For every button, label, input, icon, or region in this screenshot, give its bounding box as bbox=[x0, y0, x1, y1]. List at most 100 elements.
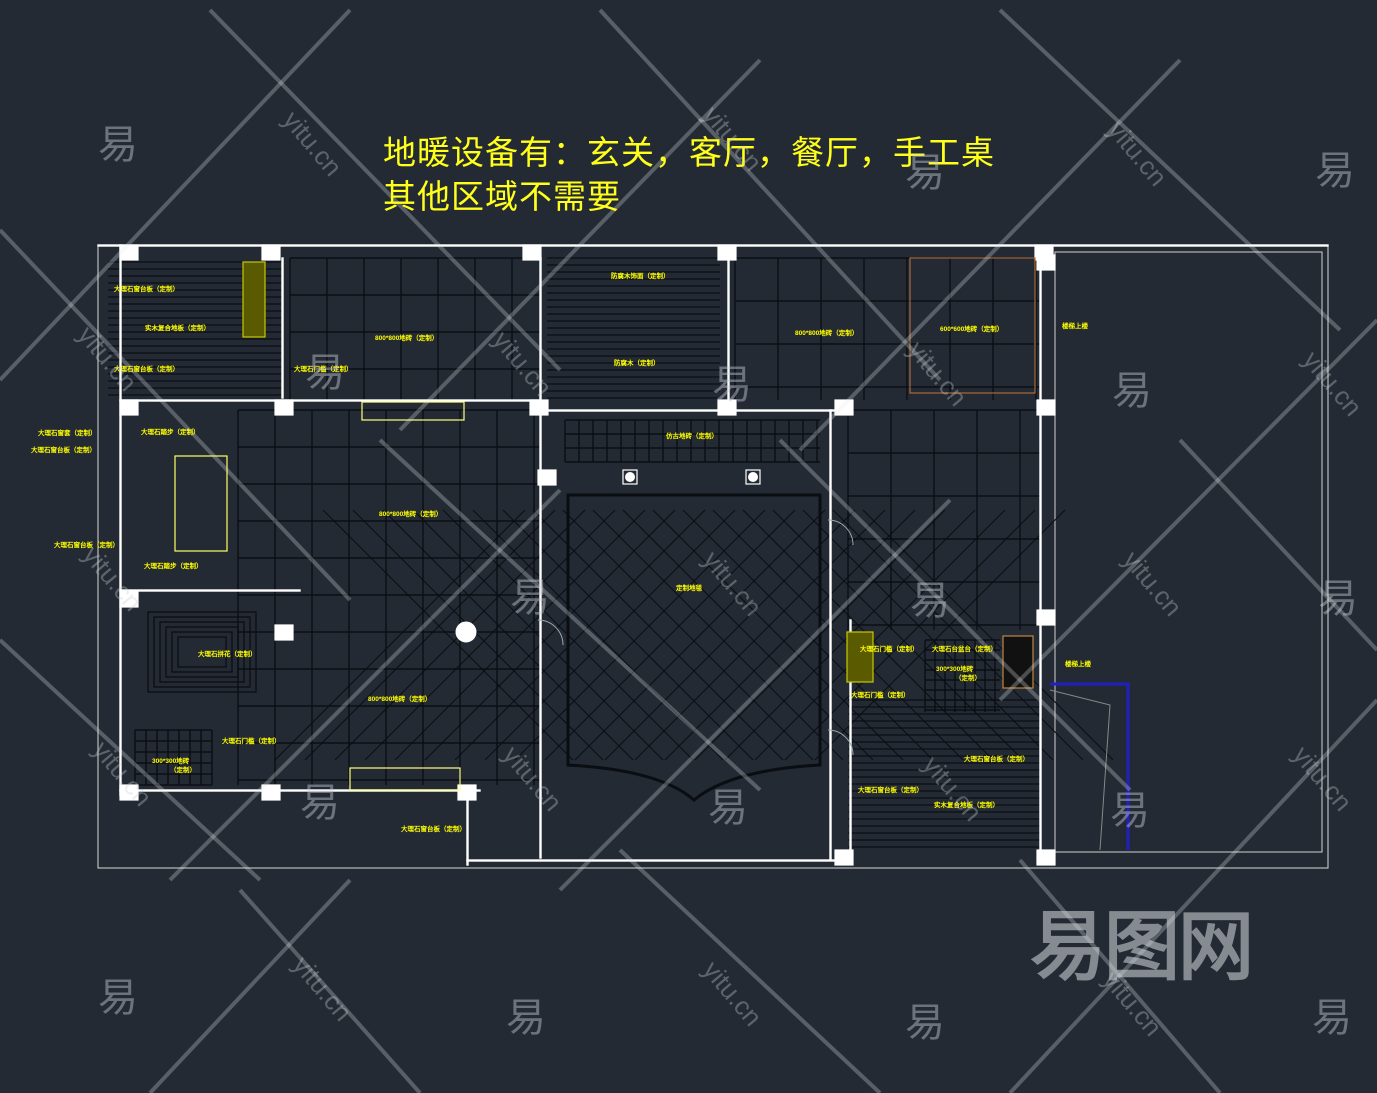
door-swing bbox=[827, 519, 854, 546]
carpet-pattern bbox=[532, 509, 784, 761]
label-marble-sill: 大理石窗台板（定制） bbox=[858, 787, 923, 794]
label-marble-threshold: 大理石门槛（定制） bbox=[294, 366, 353, 373]
wardrobe-block bbox=[242, 261, 266, 338]
label-wood-floor: 实木复合地板（定制） bbox=[145, 325, 210, 332]
pillar-core bbox=[748, 472, 758, 482]
marble-parquet bbox=[153, 616, 251, 688]
stair-line bbox=[1049, 689, 1111, 851]
watermark-char: 易 bbox=[506, 995, 546, 1041]
label-marble-sill: 大理石窗台板（定制） bbox=[401, 826, 466, 833]
carpet-pattern bbox=[454, 509, 706, 761]
carpet-pattern bbox=[862, 509, 1114, 761]
shower-tray bbox=[1002, 635, 1034, 689]
heating-note-line-2: 其他区域不需要 bbox=[383, 177, 621, 216]
carpet-pattern bbox=[574, 509, 826, 761]
carpet-pattern bbox=[484, 509, 736, 761]
terrace-outline bbox=[1054, 251, 1323, 853]
carpet-pattern bbox=[514, 509, 766, 761]
watermark-char: 易 bbox=[905, 1000, 945, 1046]
wall-line bbox=[466, 859, 838, 862]
structural-column bbox=[119, 244, 139, 261]
pillar bbox=[622, 469, 638, 485]
carpet-pattern bbox=[682, 509, 934, 761]
watermark-char: 易 bbox=[1110, 788, 1150, 834]
structural-column bbox=[261, 784, 281, 801]
watermark-line bbox=[1018, 858, 1222, 1093]
structural-column bbox=[1036, 609, 1056, 626]
structural-column bbox=[717, 244, 737, 261]
structural-column bbox=[261, 244, 281, 261]
wall-line bbox=[119, 244, 122, 796]
label-marble-sill: 大理石窗台板（定制） bbox=[964, 756, 1029, 763]
structural-column bbox=[119, 784, 139, 801]
label-stairs-up: 楼梯上楼 bbox=[1065, 661, 1091, 668]
watermark-line bbox=[998, 318, 1377, 702]
label-wood-floor: 实木复合地板（定制） bbox=[934, 802, 999, 809]
carpet-pattern bbox=[322, 509, 574, 761]
wall-line bbox=[281, 257, 284, 399]
watermark-line bbox=[558, 498, 952, 892]
watermark-line bbox=[1008, 698, 1377, 1093]
watermark-line bbox=[0, 228, 352, 602]
heating-note-line-1: 地暖设备有：玄关，客厅，餐厅，手工桌 bbox=[383, 133, 995, 172]
watermark-char: 易 bbox=[905, 150, 945, 196]
structural-column bbox=[457, 784, 477, 801]
structural-column bbox=[529, 399, 549, 416]
kitchen-room-outline bbox=[909, 257, 1036, 394]
carpet-pattern bbox=[352, 509, 604, 761]
pillar-core bbox=[625, 472, 635, 482]
label-wood-facing: 防腐木饰面（定制） bbox=[611, 273, 670, 280]
label-marble-threshold: 大理石门槛（定制） bbox=[860, 646, 919, 653]
marble-parquet bbox=[165, 626, 239, 678]
pillar bbox=[745, 469, 761, 485]
carpet-pattern bbox=[304, 509, 556, 761]
structural-column bbox=[1036, 254, 1056, 271]
watermark-line bbox=[798, 58, 1182, 452]
structural-column bbox=[537, 469, 557, 486]
label-marble-step: 大理石踏步（定制） bbox=[144, 563, 203, 570]
watermark-line bbox=[0, 638, 262, 882]
structural-column bbox=[1036, 849, 1056, 866]
carpet-pattern bbox=[712, 509, 964, 761]
watermark-char: 易 bbox=[305, 350, 345, 396]
carpet-pattern bbox=[394, 509, 646, 761]
watermark-line bbox=[618, 848, 882, 1093]
carpet-pattern bbox=[802, 509, 1054, 761]
label-floor-tile: 800*800地砖（定制） bbox=[368, 696, 432, 703]
watermark-line bbox=[238, 888, 422, 1093]
watermark-logo: 易图网 bbox=[1030, 902, 1254, 991]
carpet-pattern bbox=[592, 509, 844, 761]
label-bath-tile: 300*300地砖 bbox=[936, 666, 974, 673]
carpet-pattern bbox=[652, 509, 904, 761]
label-marble-sill: 大理石窗台板（定制） bbox=[114, 286, 179, 293]
cabinet-block bbox=[846, 631, 874, 683]
label-floor-tile: 600*600地砖（定制） bbox=[940, 326, 1004, 333]
structural-column bbox=[1036, 399, 1056, 416]
label-bath-tile-note: （定制） bbox=[955, 675, 981, 682]
label-stairs-up: 楼梯上楼 bbox=[1062, 323, 1088, 330]
carpet-pattern bbox=[754, 509, 1006, 761]
carpet-pattern bbox=[772, 509, 1024, 761]
label-marble-sill: 大理石窗台板（定制） bbox=[114, 366, 179, 373]
watermark-char: 易 bbox=[98, 122, 138, 168]
structural-column bbox=[119, 399, 139, 416]
watermark-char: 易 bbox=[1312, 995, 1352, 1041]
label-floor-tile: 800*800地砖（定制） bbox=[375, 335, 439, 342]
label-marble-threshold: 大理石门槛（定制） bbox=[222, 738, 281, 745]
carpet-pattern bbox=[562, 509, 814, 761]
label-marble-sill: 大理石窗台板（定制） bbox=[54, 542, 119, 549]
carpet-pattern bbox=[634, 509, 886, 761]
watermark-char: 易 bbox=[300, 780, 340, 826]
watermark-line bbox=[398, 58, 762, 432]
carpet-pattern bbox=[472, 509, 724, 761]
label-marble-parquet: 大理石拼花（定制） bbox=[198, 651, 257, 658]
watermark-char: 易 bbox=[98, 975, 138, 1021]
carpet-pattern bbox=[382, 509, 634, 761]
label-bath-tile-note: （定制） bbox=[170, 767, 196, 774]
door-swing bbox=[537, 619, 564, 646]
label-floor-tile: 800*800地砖（定制） bbox=[795, 330, 859, 337]
structural-column bbox=[834, 399, 854, 416]
carpet-pattern bbox=[274, 509, 526, 761]
wall-line bbox=[539, 409, 851, 412]
